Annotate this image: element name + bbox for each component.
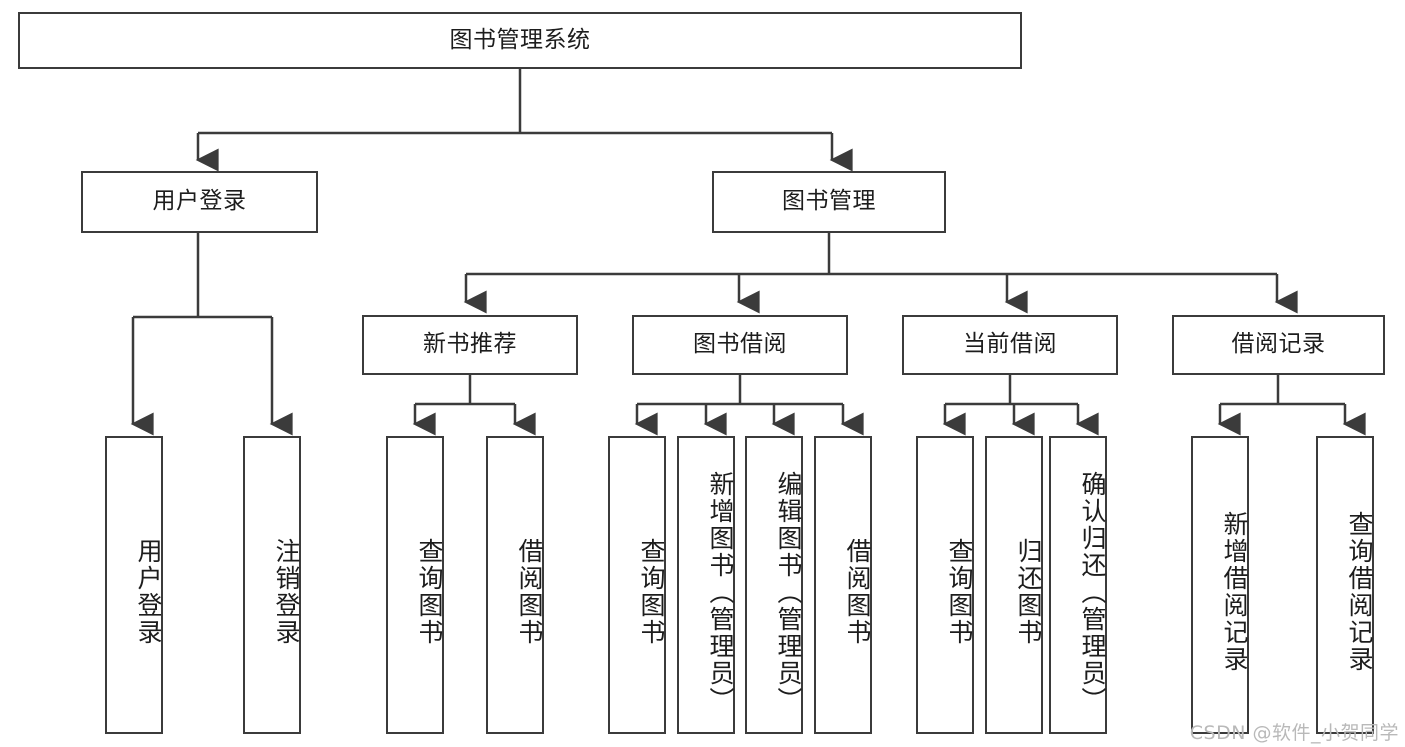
leaf-user-login-login[interactable]: 用户登录 [105, 436, 163, 734]
node-label: 新书推荐 [423, 331, 517, 358]
node-label: 用户登录 [152, 188, 247, 215]
leaf-current-borrow-query-books[interactable]: 查询图书 [916, 436, 974, 734]
node-label: 当前借阅 [963, 331, 1057, 358]
leaf-new-book-borrow-books[interactable]: 借阅图书 [486, 436, 544, 734]
leaf-label: 用户登录 [134, 538, 163, 646]
leaf-label: 归还图书 [1014, 538, 1043, 646]
node-user-login[interactable]: 用户登录 [81, 171, 318, 233]
node-label: 图书管理 [782, 188, 876, 215]
leaf-label: 新增图书（管理员） [706, 470, 735, 714]
leaf-label: 确认归还（管理员） [1078, 470, 1107, 714]
leaf-current-borrow-return-books[interactable]: 归还图书 [985, 436, 1043, 734]
leaf-borrow-record-add-record[interactable]: 新增借阅记录 [1191, 436, 1249, 734]
leaf-label: 注销登录 [272, 538, 301, 646]
leaf-label: 借阅图书 [515, 538, 544, 646]
node-book-borrowing[interactable]: 图书借阅 [632, 315, 848, 375]
leaf-label: 查询图书 [637, 538, 666, 646]
leaf-book-borrow-borrow-books[interactable]: 借阅图书 [814, 436, 872, 734]
leaf-book-borrow-add-book-admin[interactable]: 新增图书（管理员） [677, 436, 735, 734]
leaf-book-borrow-query-books[interactable]: 查询图书 [608, 436, 666, 734]
node-label: 图书借阅 [693, 331, 787, 358]
leaf-label: 查询图书 [945, 538, 974, 646]
leaf-label: 新增借阅记录 [1220, 511, 1249, 673]
leaf-label: 查询借阅记录 [1345, 511, 1374, 673]
node-root-book-management-system[interactable]: 图书管理系统 [18, 12, 1022, 69]
leaf-user-login-logout[interactable]: 注销登录 [243, 436, 301, 734]
leaf-current-borrow-confirm-return-admin[interactable]: 确认归还（管理员） [1049, 436, 1107, 734]
node-borrowing-records[interactable]: 借阅记录 [1172, 315, 1385, 375]
node-current-borrowing[interactable]: 当前借阅 [902, 315, 1118, 375]
leaf-label: 编辑图书（管理员） [774, 470, 803, 714]
leaf-label: 借阅图书 [843, 538, 872, 646]
node-label: 图书管理系统 [449, 26, 591, 53]
node-book-management[interactable]: 图书管理 [712, 171, 946, 233]
watermark: CSDN @软件_小贺同学 [1189, 722, 1399, 744]
leaf-borrow-record-query-record[interactable]: 查询借阅记录 [1316, 436, 1374, 734]
leaf-book-borrow-edit-book-admin[interactable]: 编辑图书（管理员） [745, 436, 803, 734]
leaf-new-book-query-books[interactable]: 查询图书 [386, 436, 444, 734]
node-new-book-recommendation[interactable]: 新书推荐 [362, 315, 578, 375]
leaf-label: 查询图书 [415, 538, 444, 646]
node-label: 借阅记录 [1231, 331, 1326, 358]
